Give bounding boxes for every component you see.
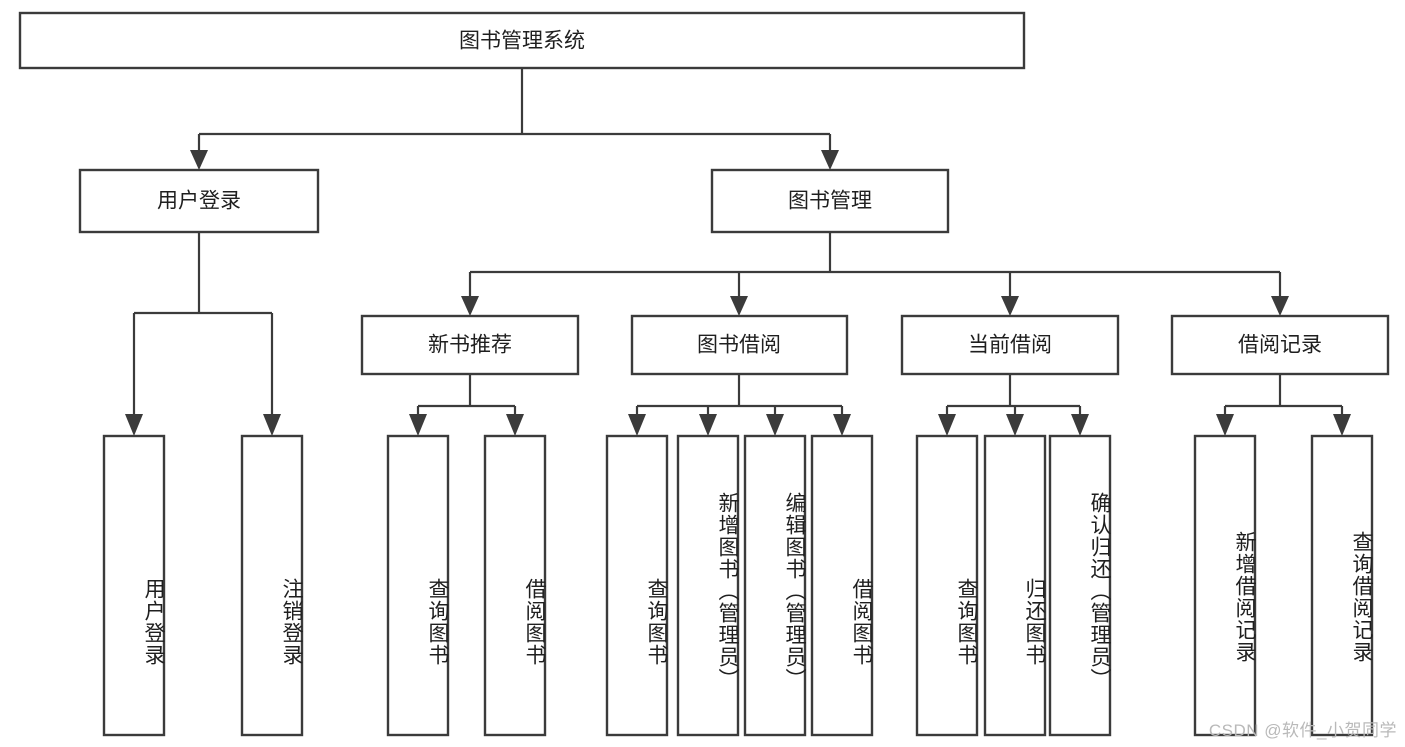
arrow-leaf-query-book-2-icon xyxy=(628,414,646,436)
arrow-to-new-book-rec-icon xyxy=(461,296,479,316)
arrow-leaf-confirm-return-icon xyxy=(1071,414,1089,436)
node-current-borrow-label: 当前借阅 xyxy=(968,334,1052,357)
arrow-leaf-add-book-icon xyxy=(699,414,717,436)
node-borrow-record-box[interactable] xyxy=(1170,314,1390,376)
arrow-to-current-borrow-icon xyxy=(1001,296,1019,316)
arrow-leaf-user-login-icon xyxy=(125,414,143,436)
arrow-leaf-borrow-book-1-icon xyxy=(506,414,524,436)
node-book-borrow-label: 图书借阅 xyxy=(697,334,781,357)
node-user-login-box[interactable] xyxy=(78,168,320,234)
edge-group xyxy=(125,68,1351,436)
leaf-query-book-1-box[interactable] xyxy=(386,434,450,737)
node-new-book-rec-box[interactable] xyxy=(360,314,580,376)
leaf-return-book-box[interactable] xyxy=(983,434,1047,737)
node-root-label: 图书管理系统 xyxy=(459,30,585,53)
node-new-book-rec-label: 新书推荐 xyxy=(428,334,512,357)
node-current-borrow-box[interactable] xyxy=(900,314,1120,376)
leaf-add-record-box[interactable] xyxy=(1193,434,1257,737)
node-book-manage[interactable]: 图书管理 xyxy=(710,168,950,234)
arrow-leaf-add-record-icon xyxy=(1216,414,1234,436)
arrow-leaf-borrow-book-2-icon xyxy=(833,414,851,436)
arrow-to-book-borrow-icon xyxy=(730,296,748,316)
node-borrow-record-label: 借阅记录 xyxy=(1238,334,1322,357)
node-current-borrow[interactable]: 当前借阅 xyxy=(900,314,1120,376)
node-new-book-rec[interactable]: 新书推荐 xyxy=(360,314,580,376)
node-book-manage-box[interactable] xyxy=(710,168,950,234)
arrow-leaf-edit-book-icon xyxy=(766,414,784,436)
node-book-borrow-box[interactable] xyxy=(630,314,849,376)
arrow-leaf-return-book-icon xyxy=(1006,414,1024,436)
leaf-edit-book-box[interactable] xyxy=(743,434,807,737)
node-book-borrow[interactable]: 图书借阅 xyxy=(630,314,849,376)
leaf-user-login-box[interactable] xyxy=(102,434,166,737)
node-root[interactable]: 图书管理系统 xyxy=(18,11,1026,70)
leaf-borrow-book-1-box[interactable] xyxy=(483,434,547,737)
arrow-leaf-query-book-3-icon xyxy=(938,414,956,436)
arrow-to-user-login-icon xyxy=(190,150,208,170)
leaf-box-group xyxy=(102,434,1374,737)
leaf-logout-box[interactable] xyxy=(240,434,304,737)
leaf-query-record-box[interactable] xyxy=(1310,434,1374,737)
arrow-leaf-query-book-1-icon xyxy=(409,414,427,436)
node-book-manage-label: 图书管理 xyxy=(788,190,872,213)
arrow-to-book-manage-icon xyxy=(821,150,839,170)
leaf-add-book-box[interactable] xyxy=(676,434,740,737)
node-root-box[interactable] xyxy=(18,11,1026,70)
leaf-borrow-book-2-box[interactable] xyxy=(810,434,874,737)
csdn-watermark: CSDN @软件_小贺同学 xyxy=(1208,721,1397,740)
node-borrow-record[interactable]: 借阅记录 xyxy=(1170,314,1390,376)
node-user-login[interactable]: 用户登录 xyxy=(78,168,320,234)
leaf-query-book-2-box[interactable] xyxy=(605,434,669,737)
node-user-login-label: 用户登录 xyxy=(157,190,241,213)
leaf-confirm-return-box[interactable] xyxy=(1048,434,1112,737)
leaf-query-book-3-box[interactable] xyxy=(915,434,979,737)
arrow-leaf-query-record-icon xyxy=(1333,414,1351,436)
arrow-to-borrow-record-icon xyxy=(1271,296,1289,316)
arrow-leaf-logout-icon xyxy=(263,414,281,436)
